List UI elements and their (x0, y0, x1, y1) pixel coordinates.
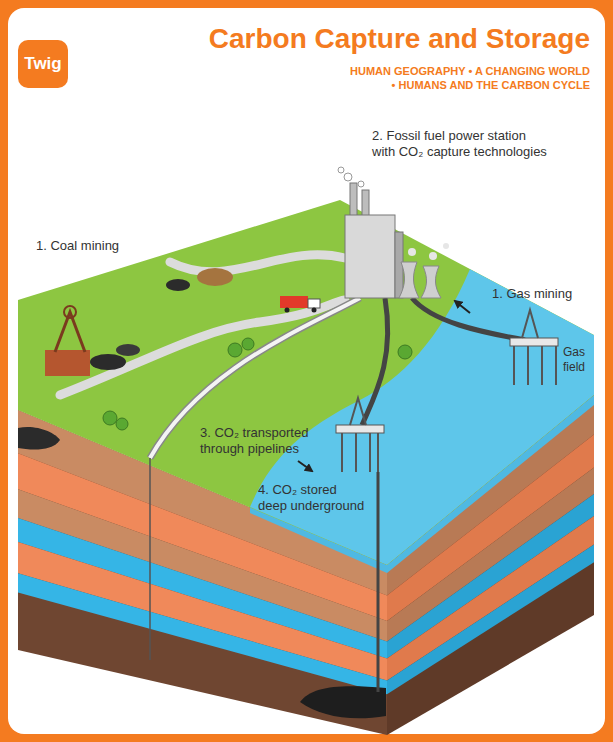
tree (116, 418, 128, 430)
flow-arrow (298, 461, 312, 471)
top-surface (18, 200, 594, 565)
co2-store (300, 686, 386, 718)
smoke (344, 173, 352, 181)
cooling-tower (421, 266, 441, 298)
rock-layer (18, 542, 387, 681)
coal-heap (90, 354, 126, 370)
pipeline (362, 298, 388, 425)
coal-seam (18, 427, 60, 450)
winding-wheel (64, 306, 76, 318)
tree (398, 345, 412, 359)
water-layer (18, 573, 387, 694)
pipeline (150, 298, 360, 458)
pipelines (150, 298, 525, 692)
truck (280, 296, 320, 313)
land (18, 200, 594, 565)
steam (408, 248, 416, 256)
steam (429, 252, 437, 260)
coal-heap (116, 344, 140, 356)
wheel (285, 308, 290, 313)
flow-arrow (455, 301, 470, 313)
pipeline (150, 298, 360, 458)
white-panel (8, 8, 605, 734)
mine-building (45, 350, 90, 376)
platform-deck (510, 338, 558, 346)
coal-mine (45, 279, 190, 376)
road (170, 255, 345, 272)
field-label: Gas field (563, 345, 595, 375)
coal-heap (166, 279, 190, 291)
flow-arrows (298, 301, 470, 471)
platform-legs (514, 346, 556, 385)
gas-pipeline (412, 298, 525, 340)
callout-label: 4. CO₂ stored deep underground (258, 482, 368, 514)
logo-text: Twig (24, 54, 61, 74)
subtitle: HUMAN GEOGRAPHY • A CHANGING WORLD • HUM… (345, 64, 590, 92)
platform-deck (336, 425, 384, 433)
chimney (362, 190, 369, 217)
tree (103, 411, 117, 425)
logo-badge: Twig (18, 40, 68, 88)
smoke (338, 167, 344, 173)
callout-label: 1. Gas mining (492, 286, 592, 302)
chimney (350, 183, 357, 217)
cooling-tower (399, 262, 419, 298)
injection-pipe (377, 472, 380, 692)
title: Carbon Capture and Storage (150, 22, 590, 56)
tree (228, 343, 242, 357)
smoke (358, 181, 364, 187)
derrick (522, 310, 538, 338)
callout-label: 2. Fossil fuel power station with CO₂ ca… (372, 128, 552, 160)
power-station (338, 167, 449, 298)
tree (242, 338, 254, 350)
callout-label: 1. Coal mining (36, 238, 156, 254)
truck-cab (308, 299, 320, 308)
pond (197, 268, 233, 286)
storage-platform (336, 398, 384, 472)
water-layer (387, 545, 594, 695)
derrick (350, 398, 366, 425)
wheel (312, 308, 317, 313)
station-building (345, 215, 395, 298)
platform-legs (342, 433, 378, 472)
steam (443, 243, 449, 249)
gas-platform (510, 310, 558, 385)
surface-details (60, 255, 594, 565)
well-line (149, 458, 151, 660)
road (60, 300, 345, 395)
callout-label: 3. CO₂ transported through pipelines (200, 425, 335, 457)
truck-body (280, 296, 308, 308)
